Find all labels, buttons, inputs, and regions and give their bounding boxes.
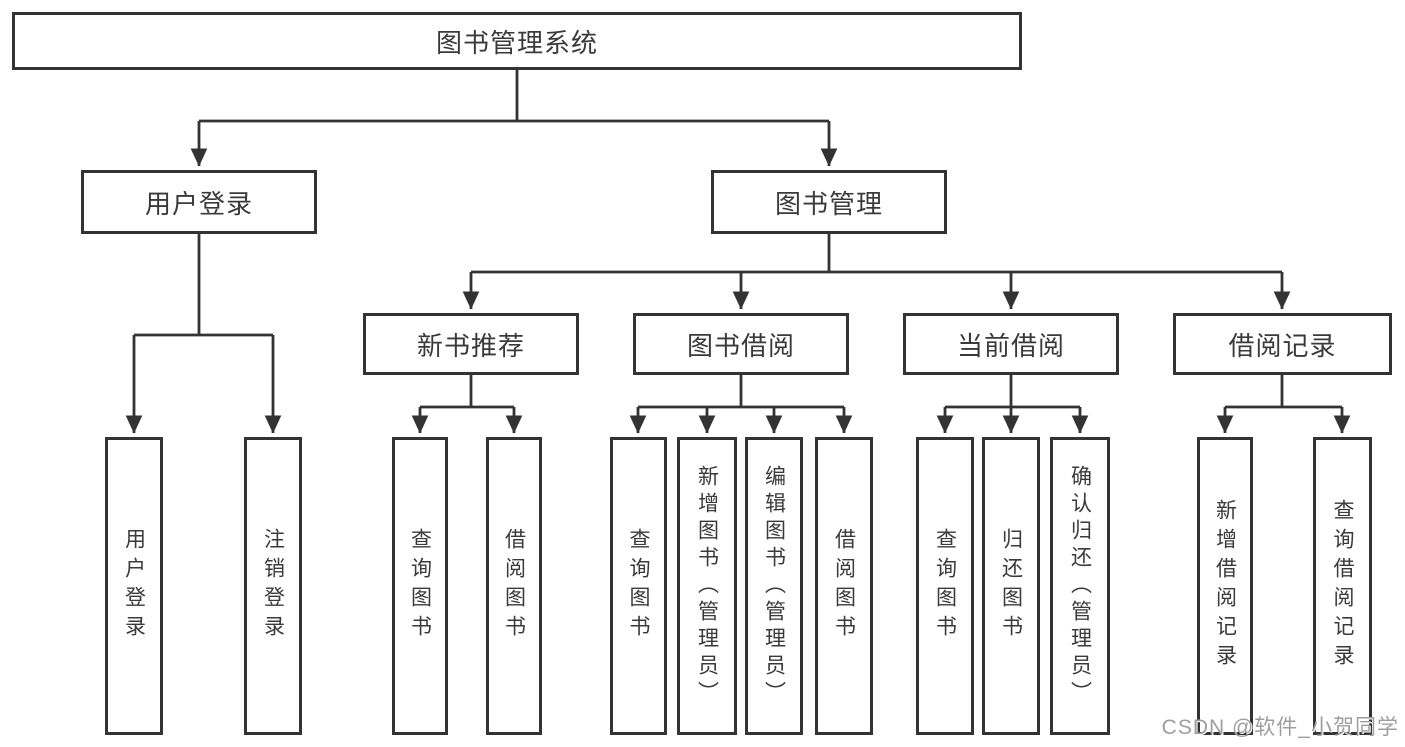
leaf-borrow-books-borrow: 借阅图书 [815, 437, 873, 735]
leaf-edit-books-admin: 编辑图书（管理员） [745, 437, 803, 735]
leaf-return-books: 归还图书 [982, 437, 1040, 735]
leaf-query-books-current: 查询图书 [916, 437, 974, 735]
connector-root-split [199, 70, 829, 123]
connector-new-book-split [420, 375, 514, 409]
leaf-query-borrow-record: 查询借阅记录 [1313, 437, 1372, 735]
connector-book-borrow-split [638, 375, 844, 409]
node-root-system: 图书管理系统 [12, 12, 1022, 70]
csdn-watermark: CSDN @软件_小贺同学 [1161, 716, 1399, 739]
node-new-book-recommend: 新书推荐 [363, 313, 579, 375]
connector-current-borrow-split [945, 375, 1080, 409]
node-book-borrow: 图书借阅 [633, 313, 849, 375]
leaf-confirm-return-admin: 确认归还（管理员） [1050, 437, 1110, 735]
leaf-logout: 注销登录 [244, 437, 302, 735]
node-book-management: 图书管理 [711, 170, 947, 234]
connector-book-mgmt-split [471, 234, 1282, 274]
leaf-add-borrow-record: 新增借阅记录 [1197, 437, 1253, 735]
connector-borrow-records-split [1225, 375, 1342, 409]
leaf-query-books-borrow: 查询图书 [610, 437, 667, 735]
node-user-login: 用户登录 [81, 170, 317, 234]
leaf-user-login: 用户登录 [105, 437, 163, 735]
leaf-add-books-admin: 新增图书（管理员） [677, 437, 737, 735]
leaf-query-books-newrec: 查询图书 [392, 437, 448, 735]
leaf-borrow-books-newrec: 借阅图书 [486, 437, 542, 735]
connector-user-login-split [134, 234, 273, 337]
node-borrow-records: 借阅记录 [1173, 313, 1392, 375]
node-current-borrow: 当前借阅 [903, 313, 1119, 375]
